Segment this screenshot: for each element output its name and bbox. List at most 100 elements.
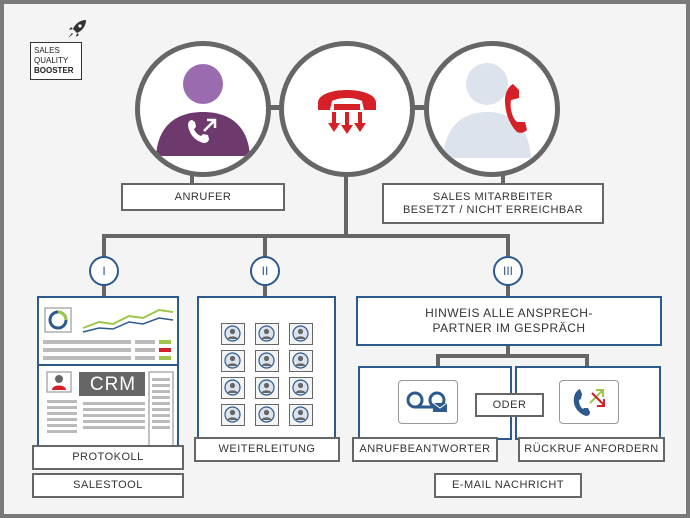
avatar-glyph [224, 406, 241, 423]
connector [267, 105, 283, 110]
staff-circle [424, 41, 560, 177]
sales-staff-label: SALES MITARBEITER BESETZT / NICHT ERREIC… [382, 183, 604, 224]
forwarding-panel [197, 296, 336, 444]
connector [102, 285, 106, 297]
notice-line-1: HINWEIS ALLE ANSPRECH- [425, 306, 593, 320]
callback-icon-box [559, 380, 619, 424]
callback-label: RÜCKRUF ANFORDERN [518, 437, 665, 462]
avatar-glyph [258, 379, 275, 396]
avatar-head [297, 355, 304, 362]
avatar-body [295, 390, 306, 393]
crm-illustration [39, 307, 177, 446]
or-label: ODER [475, 393, 544, 417]
avatar-icon [255, 404, 279, 426]
connector [102, 234, 510, 238]
connector [585, 354, 589, 368]
caller-circle [135, 41, 271, 177]
logo: SALES QUALITY BOOSTER [30, 42, 82, 80]
protocol-label: PROTOKOLL [32, 445, 184, 470]
connector [506, 285, 510, 297]
avatar-head [229, 355, 236, 362]
avatar-icon [289, 404, 313, 426]
connector [102, 234, 106, 258]
rocket-icon [68, 20, 86, 38]
connector [344, 170, 348, 236]
avatar-glyph [292, 352, 309, 369]
avatar-head [263, 328, 270, 335]
logo-line-3: BOOSTER [34, 66, 74, 75]
avatar-body [261, 390, 272, 393]
salestool-label: SALESTOOL [32, 473, 184, 498]
avatar-icon [255, 323, 279, 345]
avatar-icon [221, 323, 245, 345]
connector [263, 285, 267, 297]
avatar-head [297, 382, 304, 389]
connector [436, 354, 440, 368]
email-label: E-MAIL NACHRICHT [434, 473, 582, 498]
logo-line-1: SALES [34, 46, 60, 55]
avatar-head [263, 382, 270, 389]
avatar-body [261, 336, 272, 339]
avatar-head [297, 409, 304, 416]
connector [263, 234, 267, 258]
sales-staff-line-2: BESETZT / NICHT ERREICHBAR [402, 203, 584, 216]
connector [436, 354, 589, 358]
avatar-icon [255, 350, 279, 372]
avatar-icon [289, 350, 313, 372]
avatar-glyph [292, 325, 309, 342]
notice-text: HINWEIS ALLE ANSPRECH- PARTNER IM GESPRÄ… [358, 298, 660, 344]
caller-label: ANRUFER [121, 183, 285, 211]
sales-staff-line-1: SALES MITARBEITER [432, 190, 554, 203]
avatar-body [227, 363, 238, 366]
voicemail-icon [406, 391, 448, 412]
avatar-icon [255, 377, 279, 399]
avatar-icon [221, 350, 245, 372]
notice-line-2: PARTNER IM GESPRÄCH [432, 321, 586, 335]
forwarding-label: WEITERLEITUNG [194, 437, 340, 462]
logo-line-2: QUALITY [34, 56, 69, 65]
avatar-icon [221, 404, 245, 426]
avatar-glyph [224, 325, 241, 342]
crm-text: CRM [89, 374, 137, 395]
voicemail-icon-box [398, 380, 458, 424]
caller-icon [156, 64, 250, 156]
avatar-body [261, 363, 272, 366]
notice-panel: HINWEIS ALLE ANSPRECH- PARTNER IM GESPRÄ… [356, 296, 662, 346]
connector [501, 169, 505, 185]
phone-redirect-icon [318, 90, 376, 134]
avatar-body [295, 417, 306, 420]
callback-icon [573, 389, 605, 416]
avatar-glyph [292, 406, 309, 423]
avatar-body [295, 363, 306, 366]
avatar-glyph [292, 379, 309, 396]
branch-marker-1: I [89, 256, 119, 286]
avatar-head [297, 328, 304, 335]
redirect-circle [279, 41, 415, 177]
crm-panel: CRM [37, 296, 179, 448]
avatar-body [227, 336, 238, 339]
avatar-head [229, 328, 236, 335]
avatar-glyph [224, 379, 241, 396]
connector [190, 169, 194, 185]
avatar-body [227, 417, 238, 420]
avatar-icon [289, 377, 313, 399]
avatar-head [263, 355, 270, 362]
connector [409, 105, 433, 110]
avatar-glyph [224, 352, 241, 369]
avatar-glyph [258, 406, 275, 423]
avatar-glyph [258, 352, 275, 369]
voicemail-label: ANRUFBEANTWORTER [352, 437, 498, 462]
avatar-head [263, 409, 270, 416]
avatar-glyph [258, 325, 275, 342]
avatar-body [295, 336, 306, 339]
avatar-head [229, 409, 236, 416]
avatar-icon [289, 323, 313, 345]
branch-marker-3: III [493, 256, 523, 286]
avatar-body [227, 390, 238, 393]
connector [506, 346, 510, 356]
avatar-head [229, 382, 236, 389]
connector [506, 234, 510, 258]
branch-marker-2: II [250, 256, 280, 286]
staff-icon [443, 63, 531, 158]
